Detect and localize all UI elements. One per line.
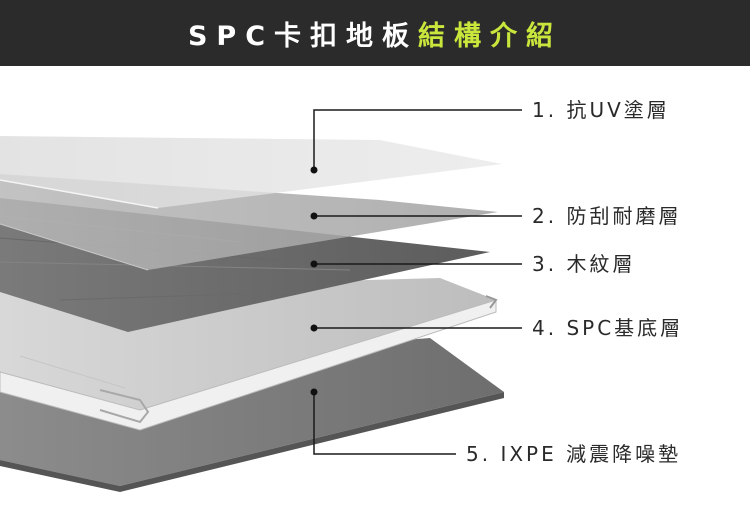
leader-dot-4	[310, 324, 318, 332]
leader-dot-2	[310, 212, 318, 220]
title-accent: 結構介紹	[418, 20, 563, 52]
layer-number-3: 3.	[532, 252, 558, 276]
layer-number-2: 2.	[532, 204, 558, 228]
title-main: SPC卡扣地板	[187, 20, 419, 52]
leader-dot-3	[310, 260, 318, 268]
layer-label-2: 2. 防刮耐磨層	[532, 204, 681, 228]
layer-name-2: 防刮耐磨層	[566, 204, 682, 228]
layer-number-1: 1.	[532, 98, 558, 122]
leader-dots	[310, 166, 318, 396]
layer-label-5: 5. IXPE 減震降噪墊	[466, 442, 681, 466]
layer-name-4: SPC基底層	[566, 316, 684, 340]
leader-line-5	[313, 392, 456, 455]
leader-dot-5	[310, 388, 318, 396]
layer-name-5: IXPE 減震降噪墊	[500, 442, 682, 466]
layer-number-4: 4.	[532, 316, 558, 340]
header-bar: SPC卡扣地板結構介紹	[0, 0, 750, 66]
leader-lines	[313, 109, 522, 455]
leader-dot-1	[310, 166, 318, 174]
page-title: SPC卡扣地板結構介紹	[188, 14, 562, 53]
layer-name-3: 木紋層	[566, 252, 636, 276]
layer-number-5: 5.	[466, 442, 492, 466]
layer-name-1: 抗UV塗層	[566, 98, 670, 122]
layer-label-3: 3. 木紋層	[532, 252, 635, 276]
layer-diagram	[0, 109, 522, 492]
layer-1-uv-coating	[0, 136, 502, 209]
layer-label-1: 1. 抗UV塗層	[532, 98, 670, 122]
layer-label-4: 4. SPC基底層	[532, 316, 683, 340]
leader-line-1	[313, 109, 522, 170]
